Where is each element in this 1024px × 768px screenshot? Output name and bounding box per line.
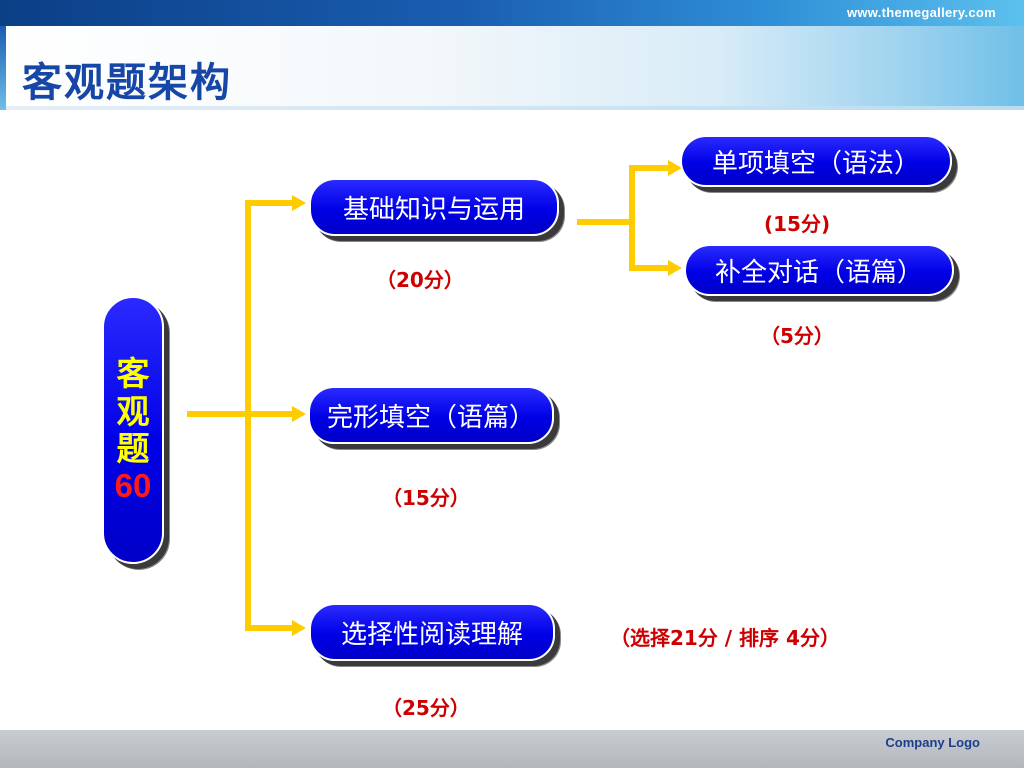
company-logo: Company Logo: [885, 735, 980, 750]
arrow-head-icon: [668, 160, 682, 176]
score-grammar-fill: (15分): [764, 212, 831, 236]
top-banner: [0, 0, 1024, 26]
score-cloze: （15分）: [382, 486, 470, 510]
arrow-head-icon: [292, 406, 306, 422]
page-title: 客观题架构: [22, 60, 232, 106]
node-reading: 选择性阅读理解: [309, 603, 555, 661]
root-node: 客 观 题 60: [102, 296, 164, 564]
arrow-head-icon: [292, 195, 306, 211]
arrow-head-icon: [668, 260, 682, 276]
score-reading-breakdown: （选择21分 / 排序 4分）: [610, 626, 840, 650]
arrow-head-icon: [292, 620, 306, 636]
node-grammar-fill: 单项填空（语法）: [680, 135, 952, 187]
root-total-score: 60: [114, 467, 152, 505]
footer-bar: [0, 730, 1024, 768]
root-char: 题: [116, 429, 150, 468]
title-accent-stripe: [0, 26, 6, 110]
node-basic-knowledge: 基础知识与运用: [309, 178, 559, 236]
root-char: 观: [116, 391, 150, 431]
node-dialogue-completion: 补全对话（语篇）: [684, 244, 954, 296]
score-dialogue-completion: （5分）: [760, 324, 834, 348]
title-band: [0, 26, 1024, 110]
site-url: www.themegallery.com: [846, 5, 996, 20]
score-basic-knowledge: （20分）: [376, 268, 464, 292]
root-char: 客: [116, 354, 150, 394]
node-cloze: 完形填空（语篇）: [308, 386, 554, 444]
score-reading: （25分）: [382, 696, 470, 720]
